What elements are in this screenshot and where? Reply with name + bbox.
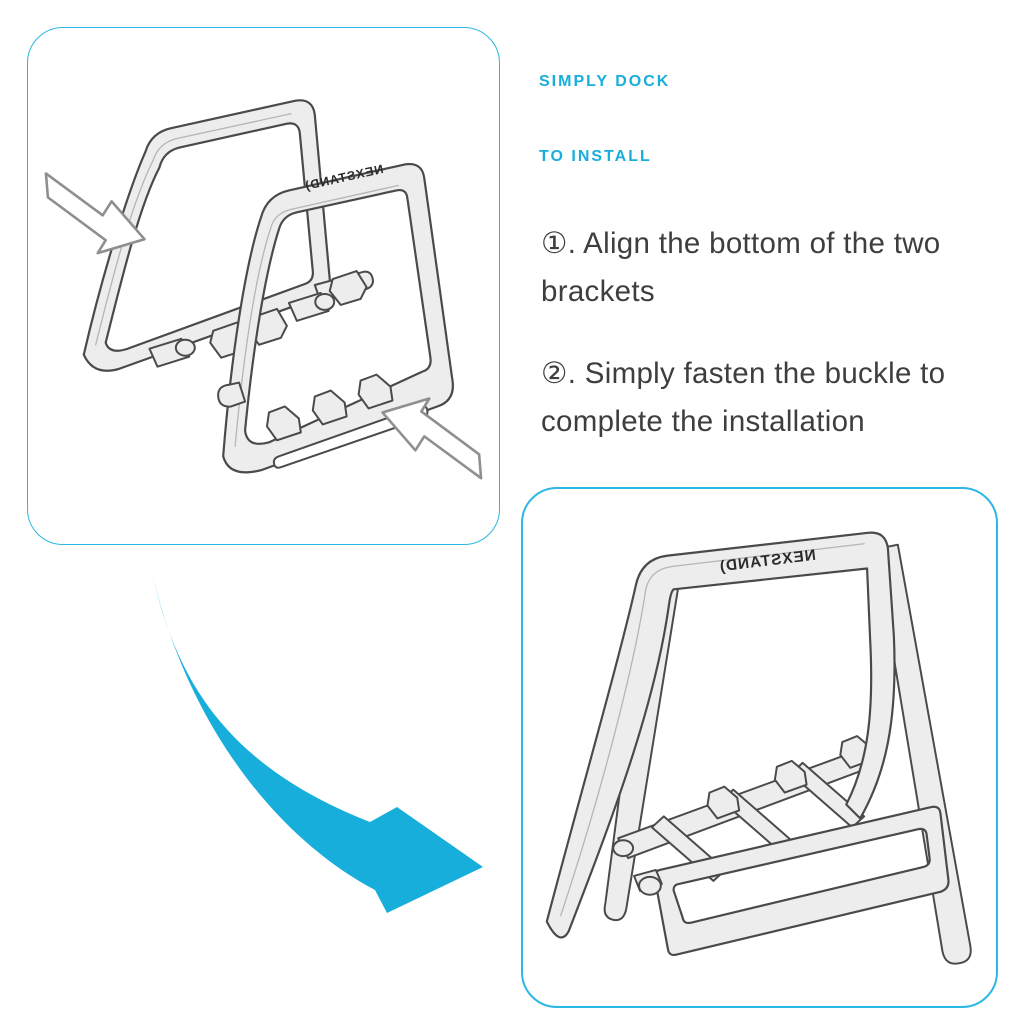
assembly-flow-arrow-icon <box>153 577 483 913</box>
front-frame-tube <box>545 531 896 939</box>
front-bracket-highlight <box>234 184 400 447</box>
disassembled-brackets-panel: NEXSTAND) <box>27 27 500 545</box>
buckle-knob <box>217 381 247 408</box>
assembly-flow-arrow-shape <box>153 577 483 913</box>
front-hook-tab <box>265 405 302 442</box>
page-title-line2: TO INSTALL <box>539 148 652 165</box>
rear-hook-tab <box>328 270 368 306</box>
rear-foot-cylinder <box>314 292 336 311</box>
page-title-line1: SIMPLY DOCK <box>539 73 671 90</box>
docked-hook-tab <box>773 759 808 794</box>
front-frame: NEXSTAND) <box>545 531 896 939</box>
front-hook-tab <box>357 373 394 410</box>
front-frame-highlight <box>560 543 865 917</box>
assembled-stand-illustration: NEXSTAND) <box>545 531 972 965</box>
page-title: SIMPLY DOCK TO INSTALL <box>539 44 1019 194</box>
rear-foot-cylinder <box>174 338 196 357</box>
rear-leg-left <box>603 577 681 922</box>
rear-leg-right <box>877 543 972 965</box>
docked-hook-tab <box>706 785 741 820</box>
assembled-stand-panel: NEXSTAND) <box>521 487 998 1008</box>
disassembled-brackets-illustration: NEXSTAND) <box>44 99 483 480</box>
dock-arrow-upper-icon <box>44 172 146 255</box>
step-2: ②. Simply fasten the buckle to complete … <box>541 357 946 438</box>
rear-bracket-highlight <box>95 113 292 346</box>
instruction-steps: ①. Align the bottom of the two brackets … <box>541 220 1011 480</box>
front-hook-tab <box>311 389 348 426</box>
dock-arrow-lower-icon <box>381 397 483 480</box>
rear-rail-foot-cylinder <box>612 839 635 858</box>
step-1: ①. Align the bottom of the two brackets <box>541 227 941 308</box>
buckle-foot-cylinder <box>638 875 662 896</box>
